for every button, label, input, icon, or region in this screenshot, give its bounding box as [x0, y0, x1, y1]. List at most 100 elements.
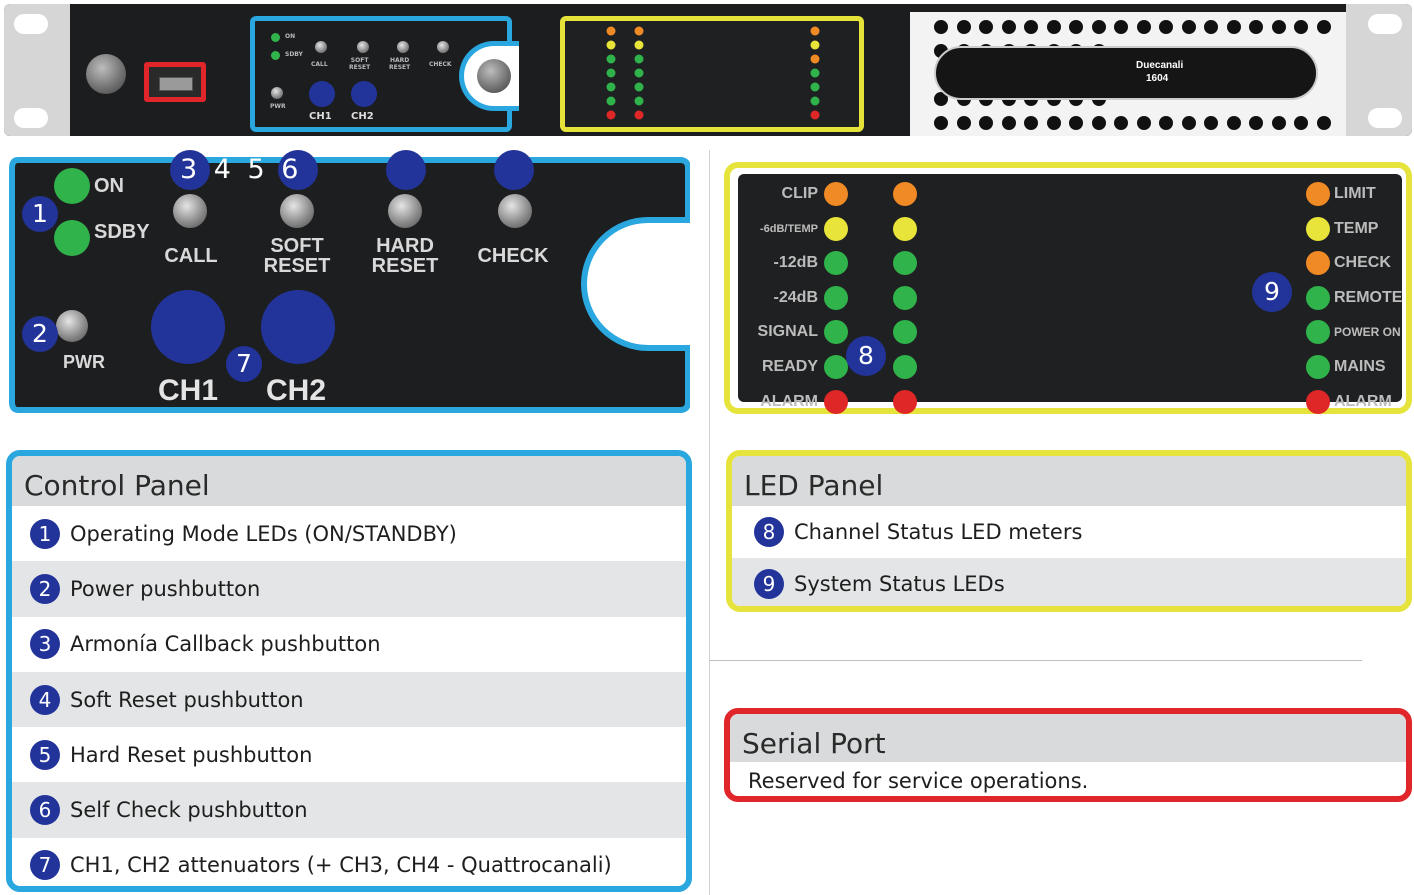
vent-hole — [1204, 20, 1218, 34]
legend-item-text: Soft Reset pushbutton — [70, 687, 304, 712]
mini-led — [634, 110, 644, 120]
vent-hole — [979, 20, 993, 34]
callout-dot-3 — [170, 150, 210, 190]
on-led — [54, 168, 90, 204]
callout-9: 9 — [1252, 272, 1292, 312]
mini-led — [634, 68, 644, 78]
system-led-label: ALARM — [1334, 392, 1392, 410]
standby-led — [54, 220, 90, 256]
mini-sdby-label: SDBY — [285, 51, 303, 58]
system-led-label: MAINS — [1334, 358, 1386, 375]
mini-led — [606, 82, 616, 92]
control-panel-closeup: ON SDBY 3 4 5 6 CALL SOFT RESET HARD RES… — [8, 150, 690, 414]
vent-hole — [934, 92, 948, 106]
mini-led — [606, 96, 616, 106]
vent-hole — [1316, 20, 1331, 34]
ch2-attenuator-knob[interactable] — [261, 290, 335, 364]
vent-hole — [1114, 20, 1128, 34]
legend-number-badge: 8 — [754, 517, 784, 547]
standby-label: SDBY — [94, 221, 150, 243]
vent-hole — [956, 20, 971, 34]
serial-port-legend: Serial Port Reserved for service operati… — [724, 708, 1412, 802]
channel-1-led — [824, 182, 848, 206]
channel-1-led — [824, 216, 848, 241]
check-pushbutton[interactable] — [498, 194, 532, 228]
legend-item-text: CH1, CH2 attenuators (+ CH3, CH4 - Quatt… — [70, 853, 612, 878]
mini-call-label: CALL — [311, 61, 328, 68]
mini-led — [606, 40, 616, 50]
channel-led-label: -12dB — [773, 254, 818, 272]
legend-item-text: Operating Mode LEDs (ON/STANDBY) — [70, 521, 457, 546]
serial-port-legend-title: Serial Port — [730, 714, 1406, 762]
ch1-attenuator-knob[interactable] — [151, 290, 225, 364]
mini-led — [634, 82, 644, 92]
soft-reset-pushbutton[interactable] — [280, 194, 314, 228]
channel-led-label: CLIP — [781, 185, 818, 202]
vent-hole — [956, 116, 971, 130]
mini-soft-label: SOFT RESET — [349, 57, 371, 71]
mini-pwr-label: PWR — [270, 103, 286, 110]
call-label: CALL — [164, 245, 218, 267]
vent-hole — [1249, 116, 1263, 130]
call-pushbutton[interactable] — [173, 194, 207, 228]
channel-2-led — [893, 355, 917, 379]
legend-item-text: Self Check pushbutton — [70, 798, 308, 823]
front-screw-knob — [86, 54, 126, 94]
vent-hole — [1294, 116, 1308, 130]
vent-hole — [1069, 116, 1083, 130]
legend-item-text: Hard Reset pushbutton — [70, 742, 313, 767]
channel-2-led — [893, 389, 917, 414]
system-status-led — [1306, 216, 1330, 241]
mini-led-array — [606, 26, 820, 120]
callout-1: 1 — [22, 196, 58, 232]
vent-hole — [1204, 116, 1218, 130]
serial-port-description: Reserved for service operations. — [748, 769, 1089, 793]
legend-item-8: 8 Channel Status LED meters — [732, 506, 1406, 558]
mini-led — [606, 110, 616, 120]
vent-hole — [1091, 20, 1106, 34]
callout-8: 8 — [846, 336, 886, 376]
vent-hole — [1181, 116, 1196, 130]
serial-port — [144, 62, 206, 102]
callout-dot-6 — [494, 150, 534, 190]
mini-led — [810, 54, 820, 64]
on-label: ON — [94, 175, 124, 197]
legend-item-text: Channel Status LED meters — [794, 520, 1083, 544]
vent-hole — [1181, 20, 1196, 34]
legend-number-badge: 1 — [30, 518, 60, 549]
legend-item-7: 7 CH1, CH2 attenuators (+ CH3, CH4 - Quat… — [12, 838, 686, 886]
vent-hole — [1136, 20, 1151, 34]
legend-number-badge: 7 — [30, 850, 60, 881]
mini-led — [606, 68, 616, 78]
vent-hole — [979, 116, 993, 130]
control-panel-legend: Control Panel 1 Operating Mode LEDs (ON/S… — [6, 450, 692, 892]
mini-led — [634, 40, 644, 50]
power-pushbutton[interactable] — [56, 310, 88, 342]
hard-reset-pushbutton[interactable] — [388, 194, 422, 228]
legend-number-badge: 2 — [30, 573, 60, 604]
callout-dot-4 — [278, 150, 318, 190]
control-panel-legend-title: Control Panel — [12, 456, 686, 506]
hard-reset-label: HARD RESET — [371, 235, 439, 277]
callout-dot-5 — [386, 150, 426, 190]
vent-hole — [1226, 116, 1241, 130]
channel-led-label: -24dB — [773, 288, 818, 306]
vent-hole — [1271, 116, 1286, 130]
mini-hard-label: HARD RESET — [389, 57, 411, 71]
mini-led — [810, 110, 820, 120]
system-led-label: CHECK — [1334, 254, 1391, 272]
vent-hole — [1316, 116, 1331, 130]
mini-led — [606, 54, 616, 64]
ch2-label: CH2 — [265, 374, 326, 407]
rack-ear-right — [1346, 4, 1412, 136]
led-panel-legend-title: LED Panel — [732, 456, 1406, 506]
system-status-led — [1306, 285, 1330, 310]
system-led-label: POWER ON — [1334, 325, 1401, 340]
amplifier-front-panel: ON SDBY CALL SOFT RESET HARD RESET CHECK… — [4, 4, 1412, 136]
channel-2-led — [893, 320, 917, 345]
vent-hole — [1001, 20, 1016, 34]
